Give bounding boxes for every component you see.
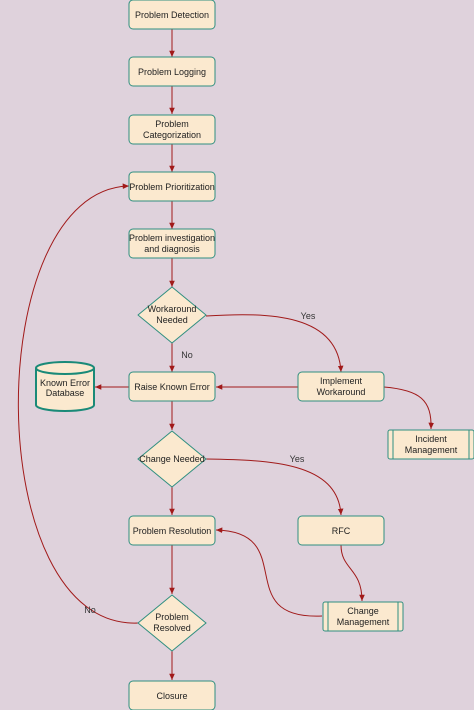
node-implement-workaround: Implement Workaround bbox=[297, 371, 385, 402]
edge-implement-incident bbox=[383, 386, 435, 430]
node-problem-investigation-line2: and diagnosis bbox=[144, 244, 200, 254]
node-problem-investigation: Problem investigation and diagnosis bbox=[128, 228, 216, 259]
node-problem-detection-label: Problem Detection bbox=[135, 10, 209, 20]
node-workaround-needed-line1: Workaround bbox=[148, 304, 197, 314]
node-closure: Closure bbox=[128, 680, 216, 710]
edge-changemgmt-resolution bbox=[215, 527, 323, 617]
node-problem-logging: Problem Logging bbox=[128, 56, 216, 87]
node-workaround-needed-line2: Needed bbox=[156, 315, 188, 325]
edge-label-change-yes: Yes bbox=[290, 454, 305, 464]
node-workaround-needed: Workaround Needed bbox=[137, 286, 207, 344]
edges bbox=[17, 29, 435, 680]
edge-label-workaround-no: No bbox=[181, 350, 193, 360]
edge-label-workaround-yes: Yes bbox=[301, 311, 316, 321]
node-problem-categorization-line2: Categorization bbox=[143, 130, 201, 140]
node-implement-workaround-line2: Workaround bbox=[317, 387, 366, 397]
edge-label-resolved-no: No bbox=[84, 605, 96, 615]
node-problem-resolution-label: Problem Resolution bbox=[133, 526, 212, 536]
node-problem-categorization: Problem Categorization bbox=[128, 114, 216, 145]
edge-workaround-implement bbox=[205, 314, 344, 373]
edge-change-rfc bbox=[205, 458, 344, 516]
node-rfc-label: RFC bbox=[332, 526, 351, 536]
node-implement-workaround-line1: Implement bbox=[320, 376, 363, 386]
node-incident-management: Incident Management bbox=[387, 429, 474, 460]
node-problem-resolved-line1: Problem bbox=[155, 612, 189, 622]
node-change-management-line1: Change bbox=[347, 606, 379, 616]
node-change-management: Change Management bbox=[322, 601, 404, 632]
node-problem-resolved-line2: Resolved bbox=[153, 623, 191, 633]
node-raise-known-error: Raise Known Error bbox=[128, 371, 216, 402]
node-incident-management-line2: Management bbox=[405, 445, 458, 455]
edge-resolved-prioritization bbox=[17, 183, 139, 624]
node-rfc: RFC bbox=[297, 515, 385, 546]
node-problem-resolution: Problem Resolution bbox=[128, 515, 216, 546]
node-problem-prioritization-label: Problem Prioritization bbox=[129, 182, 215, 192]
node-known-error-database-line2: Database bbox=[46, 388, 85, 398]
node-known-error-database-line1: Known Error bbox=[40, 378, 90, 388]
node-problem-prioritization: Problem Prioritization bbox=[128, 171, 216, 202]
node-change-management-line2: Management bbox=[337, 617, 390, 627]
node-raise-known-error-label: Raise Known Error bbox=[134, 382, 210, 392]
node-problem-detection: Problem Detection bbox=[128, 0, 216, 30]
node-problem-categorization-line1: Problem bbox=[155, 119, 189, 129]
node-change-needed-label: Change Needed bbox=[139, 454, 205, 464]
node-incident-management-line1: Incident bbox=[415, 434, 447, 444]
edge-rfc-changemgmt bbox=[340, 544, 365, 602]
node-change-needed: Change Needed bbox=[137, 430, 207, 488]
node-closure-label: Closure bbox=[156, 691, 187, 701]
node-problem-investigation-line1: Problem investigation bbox=[129, 233, 215, 243]
node-known-error-database: Known Error Database bbox=[35, 361, 95, 412]
node-problem-resolved: Problem Resolved bbox=[137, 594, 207, 652]
node-problem-logging-label: Problem Logging bbox=[138, 67, 206, 77]
